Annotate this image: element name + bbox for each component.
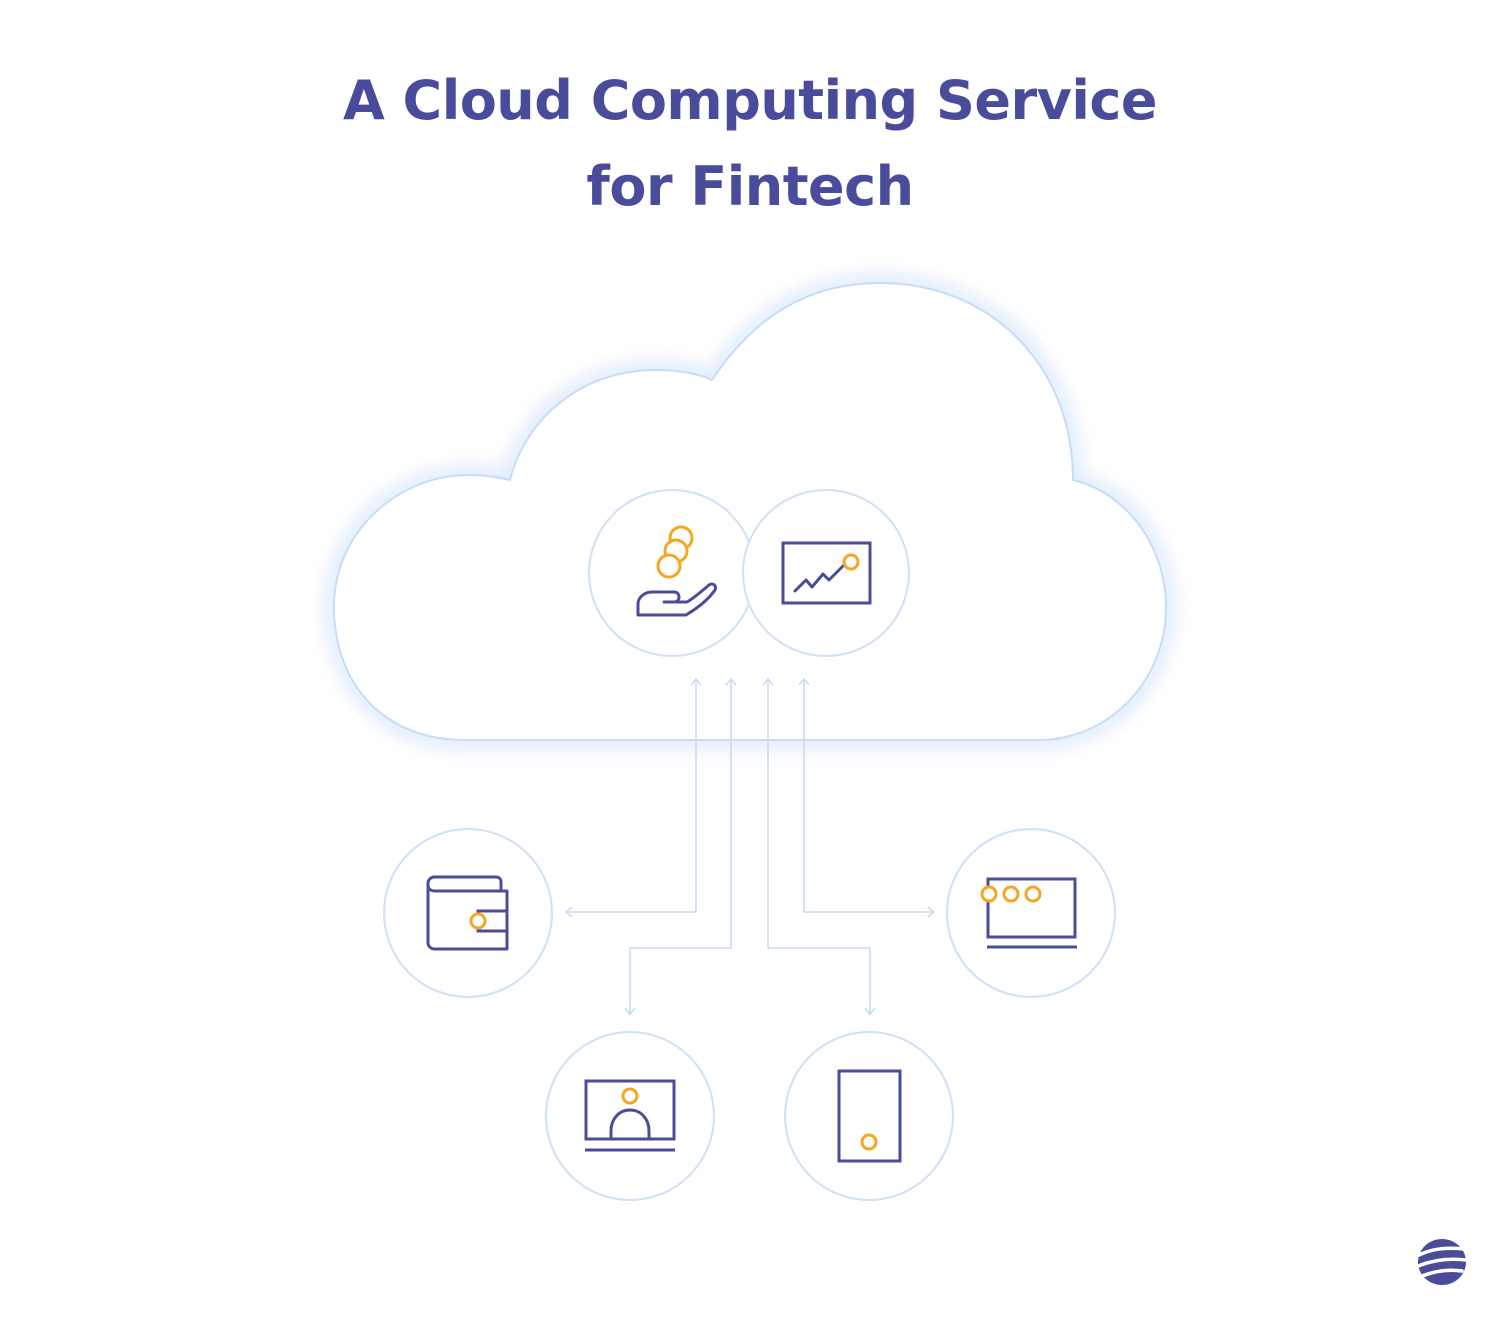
device-browser (946, 828, 1116, 998)
title-line-1: A Cloud Computing Service (342, 69, 1158, 132)
device-mobile (784, 1031, 954, 1201)
wallet-icon (426, 875, 509, 951)
hand-with-coins-icon (636, 525, 717, 617)
growth-chart-icon (781, 541, 872, 605)
connector-lines (564, 677, 936, 1016)
mobile-phone-icon (837, 1069, 902, 1163)
cloud-service-hand-coins (588, 489, 756, 657)
page-title: A Cloud Computing Service for Fintech (0, 58, 1500, 230)
device-wallet (383, 828, 553, 998)
connector-browser (798, 677, 936, 918)
browser-window-icon (980, 877, 1077, 949)
cloud-shape (325, 274, 1175, 748)
connector-laptop (624, 677, 737, 1016)
device-laptop (545, 1031, 715, 1201)
laptop-video-call-icon (584, 1079, 676, 1152)
title-line-2: for Fintech (586, 155, 914, 218)
cloud-service-growth-chart (742, 489, 910, 657)
brand-logo-icon (1416, 1239, 1468, 1285)
connector-phone (762, 677, 876, 1016)
